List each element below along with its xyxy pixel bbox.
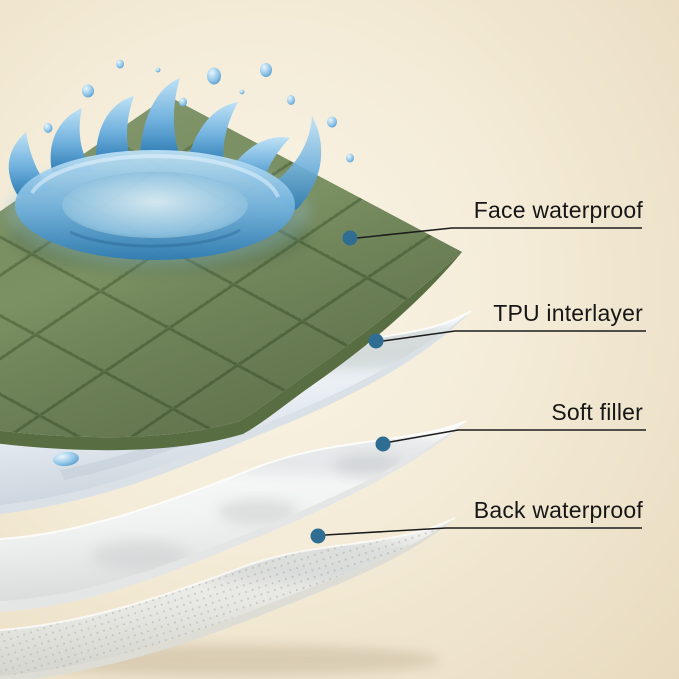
leader-line-soft bbox=[389, 429, 646, 443]
leader-dot-soft bbox=[375, 436, 391, 452]
label-tpu-interlayer: TPU interlayer bbox=[493, 300, 643, 326]
leader-lines bbox=[324, 227, 646, 536]
leader-dot-tpu bbox=[368, 333, 384, 349]
label-soft-filler: Soft filler bbox=[551, 399, 643, 425]
leader-line-back bbox=[324, 527, 642, 536]
leader-dots bbox=[310, 230, 391, 544]
leader-line-tpu bbox=[382, 330, 646, 342]
water-droplets bbox=[43, 59, 354, 163]
leader-dot-face bbox=[342, 230, 358, 246]
leader-line-face bbox=[356, 227, 642, 239]
label-face-waterproof: Face waterproof bbox=[473, 197, 643, 223]
leader-dot-back bbox=[310, 528, 326, 544]
label-back-waterproof: Back waterproof bbox=[473, 497, 643, 523]
water-splash bbox=[6, 59, 354, 272]
